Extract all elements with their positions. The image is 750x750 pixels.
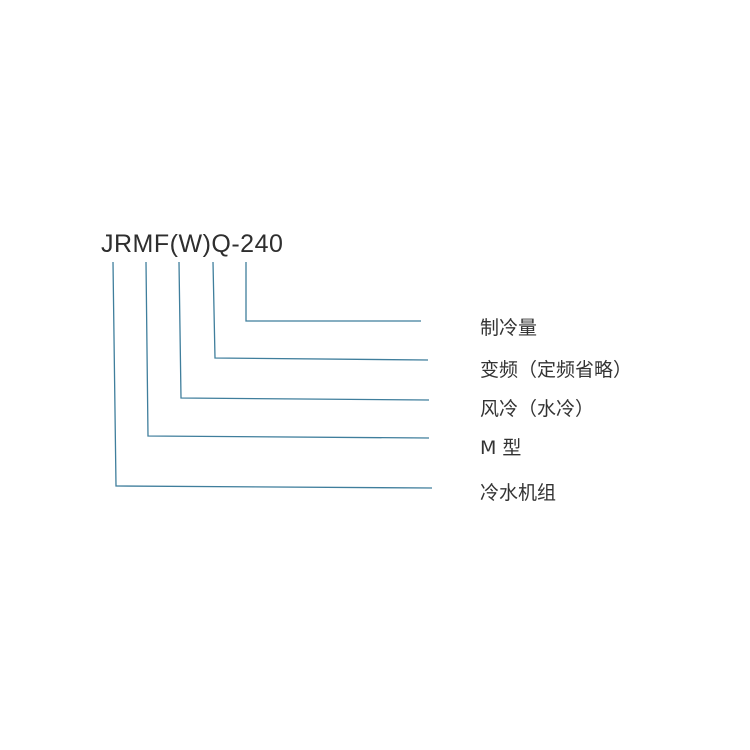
label-m-type: M 型: [480, 437, 522, 459]
label-capacity: 制冷量: [480, 317, 538, 339]
connector-m-type: [145, 261, 430, 439]
connector-inverter: [212, 261, 429, 361]
connector-chiller: [112, 261, 433, 489]
label-chiller: 冷水机组: [480, 482, 557, 504]
label-inverter: 变频（定频省略）: [480, 359, 633, 381]
model-code: JRMF(W)Q-240: [101, 230, 284, 258]
connector-capacity: [245, 262, 421, 322]
connector-cooling-type: [178, 261, 430, 401]
label-cooling-type: 风冷（水冷）: [480, 398, 595, 420]
